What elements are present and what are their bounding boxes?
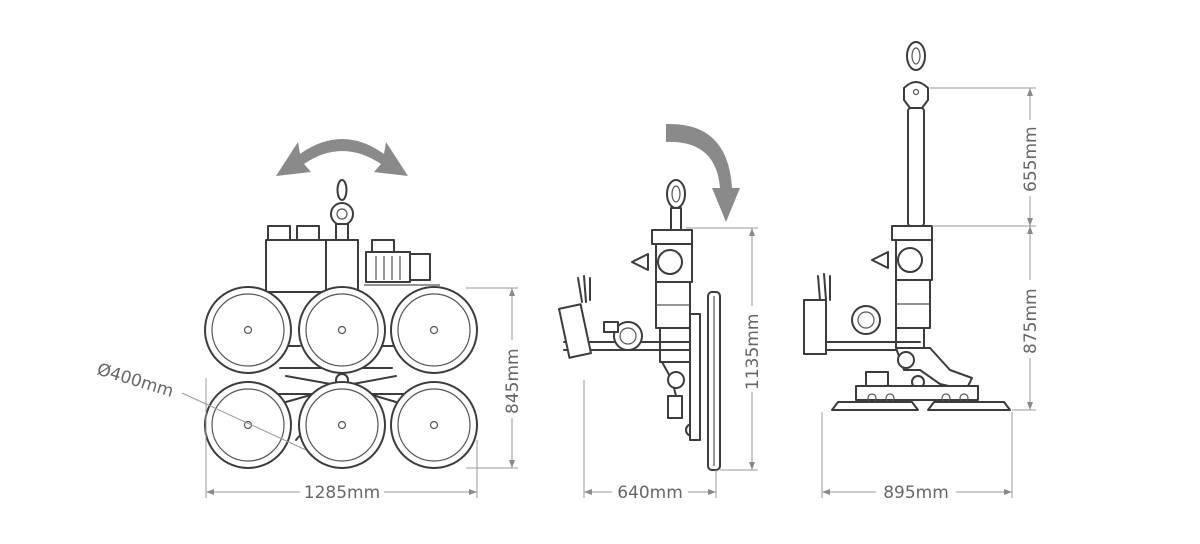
lying-width-label: 895mm bbox=[883, 483, 949, 503]
lying-width-dimension: 895mm bbox=[821, 412, 1013, 503]
pad-diameter-label: Ø400mm bbox=[95, 360, 176, 402]
handle-lying bbox=[803, 273, 921, 355]
lying-view: 895mm 655mm 875mm bbox=[803, 41, 1041, 503]
side-view: 640mm 1135mm bbox=[558, 123, 763, 503]
lifting-eye-side bbox=[666, 179, 686, 231]
lying-height-dimension: 655mm 875mm bbox=[930, 87, 1041, 411]
pad-frame-lying bbox=[831, 347, 1011, 411]
tilt-arrow-icon bbox=[666, 123, 740, 222]
side-height-dimension: 1135mm bbox=[686, 227, 763, 471]
front-width-label: 1285mm bbox=[304, 483, 380, 503]
front-height-label: 845mm bbox=[503, 348, 523, 414]
lifting-eye-lying bbox=[903, 41, 929, 227]
suction-pad bbox=[298, 286, 386, 374]
vacuum-unit-side bbox=[631, 229, 701, 441]
handle-side bbox=[558, 275, 691, 359]
suction-pad bbox=[390, 286, 478, 374]
lifting-eye-front bbox=[330, 179, 354, 241]
suction-pad bbox=[390, 381, 478, 469]
suction-pad bbox=[204, 286, 292, 374]
rotation-arrow-icon bbox=[276, 139, 408, 176]
front-width-dimension: 1285mm bbox=[205, 378, 478, 503]
pad-plate-side bbox=[707, 291, 721, 471]
lying-upper-height-label: 655mm bbox=[1021, 126, 1041, 192]
vacuum-unit-front bbox=[265, 225, 440, 293]
lying-lower-height-label: 875mm bbox=[1021, 288, 1041, 354]
suction-pad bbox=[298, 381, 386, 469]
side-height-label: 1135mm bbox=[743, 314, 763, 390]
vacuum-unit-lying bbox=[851, 225, 933, 349]
front-height-dimension: 845mm bbox=[466, 287, 523, 469]
side-width-label: 640mm bbox=[617, 483, 683, 503]
suction-pad bbox=[204, 381, 292, 469]
front-view: Ø400mm 1285mm 845mm bbox=[95, 139, 523, 503]
side-width-dimension: 640mm bbox=[583, 380, 717, 503]
